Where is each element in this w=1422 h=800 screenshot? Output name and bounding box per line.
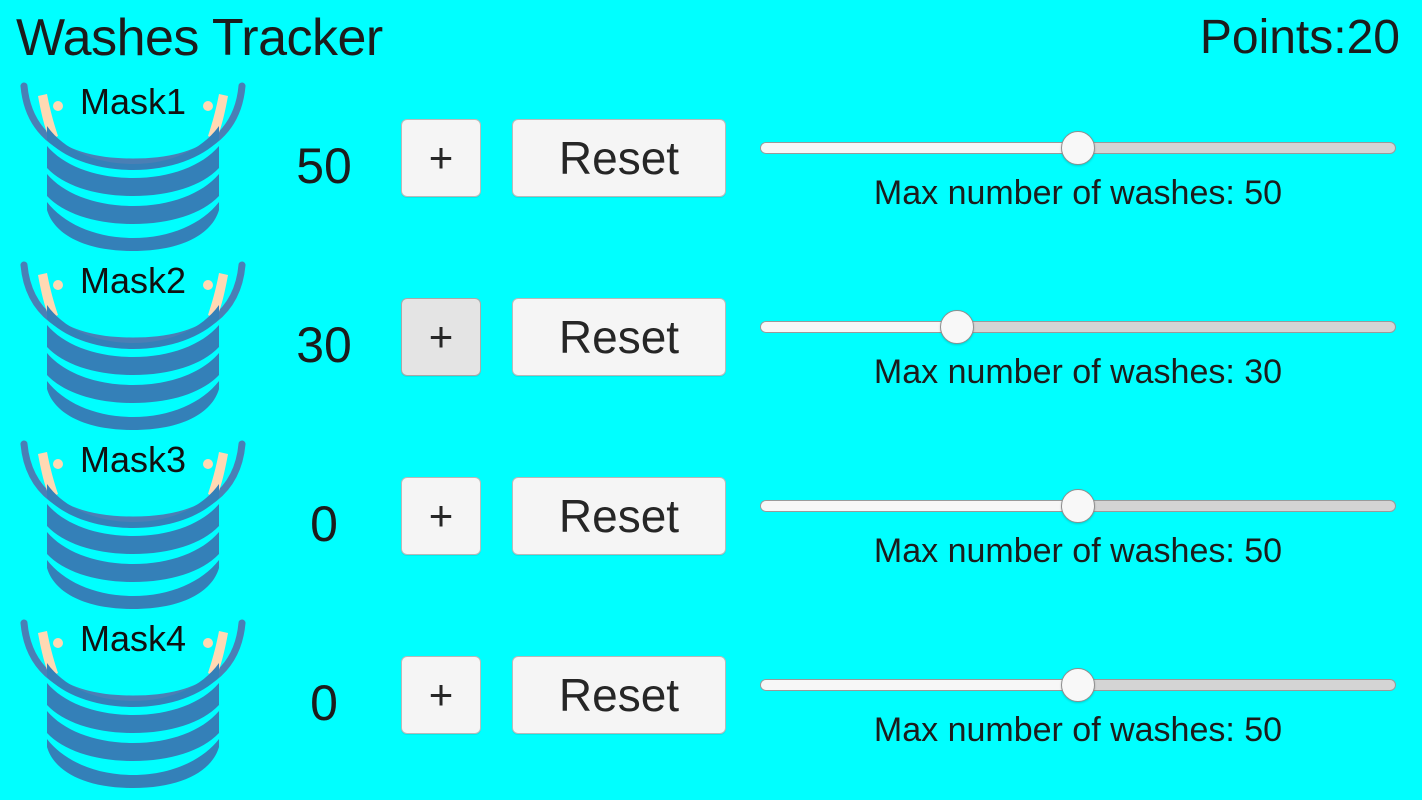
mask-row-4: Mask4 0 + Reset Max number of washes: 50	[0, 613, 1422, 792]
mask-row-list: Mask1 50 + Reset Max number of washes: 5…	[0, 76, 1422, 792]
slider-track-fill	[761, 143, 1078, 153]
mask-icon-cell: Mask4	[8, 613, 258, 792]
max-washes-slider[interactable]	[760, 668, 1396, 702]
app-header: Washes Tracker Points:20	[0, 0, 1422, 76]
reset-washes-button[interactable]: Reset	[512, 119, 726, 197]
mask-row-2: Mask2 30 + Reset Max number of washes: 3…	[0, 255, 1422, 434]
reset-washes-button[interactable]: Reset	[512, 477, 726, 555]
wash-count-value: 0	[310, 674, 338, 731]
max-washes-slider-cell: Max number of washes: 30	[760, 255, 1400, 434]
slider-track[interactable]	[760, 321, 1396, 333]
reset-washes-button[interactable]: Reset	[512, 298, 726, 376]
page-title: Washes Tracker	[16, 9, 383, 67]
slider-thumb[interactable]	[940, 310, 975, 344]
mask-icon-cell: Mask3	[8, 434, 258, 613]
slider-track-fill	[761, 322, 958, 332]
mask-row-1: Mask1 50 + Reset Max number of washes: 5…	[0, 76, 1422, 255]
increment-washes-button[interactable]: +	[401, 656, 481, 734]
slider-thumb[interactable]	[1061, 489, 1095, 523]
face-mask-icon	[20, 619, 246, 788]
slider-track-fill	[761, 680, 1078, 690]
max-washes-label: Max number of washes: 50	[873, 174, 1283, 212]
slider-thumb[interactable]	[1061, 131, 1095, 165]
max-washes-slider-cell: Max number of washes: 50	[760, 613, 1400, 792]
increment-washes-button[interactable]: +	[401, 119, 481, 197]
max-washes-label: Max number of washes: 50	[873, 532, 1283, 570]
increment-washes-button[interactable]: +	[401, 477, 481, 555]
max-washes-slider-cell: Max number of washes: 50	[760, 76, 1400, 255]
face-mask-icon	[20, 82, 246, 251]
max-washes-label: Max number of washes: 30	[873, 353, 1283, 391]
max-washes-label: Max number of washes: 50	[873, 711, 1283, 749]
max-washes-slider-cell: Max number of washes: 50	[760, 434, 1400, 613]
points-counter: Points:20	[1199, 11, 1400, 64]
mask-row-3: Mask3 0 + Reset Max number of washes: 50	[0, 434, 1422, 613]
max-washes-slider[interactable]	[760, 310, 1396, 344]
wash-count-value: 0	[310, 495, 338, 552]
wash-count-value: 30	[296, 316, 352, 373]
max-washes-slider[interactable]	[760, 489, 1396, 523]
increment-washes-button[interactable]: +	[401, 298, 481, 376]
face-mask-icon	[20, 440, 246, 609]
wash-count-value: 50	[296, 137, 352, 194]
slider-track-fill	[761, 501, 1078, 511]
face-mask-icon	[20, 261, 246, 430]
max-washes-slider[interactable]	[760, 131, 1396, 165]
mask-icon-cell: Mask1	[8, 76, 258, 255]
slider-thumb[interactable]	[1061, 668, 1095, 702]
mask-icon-cell: Mask2	[8, 255, 258, 434]
reset-washes-button[interactable]: Reset	[512, 656, 726, 734]
